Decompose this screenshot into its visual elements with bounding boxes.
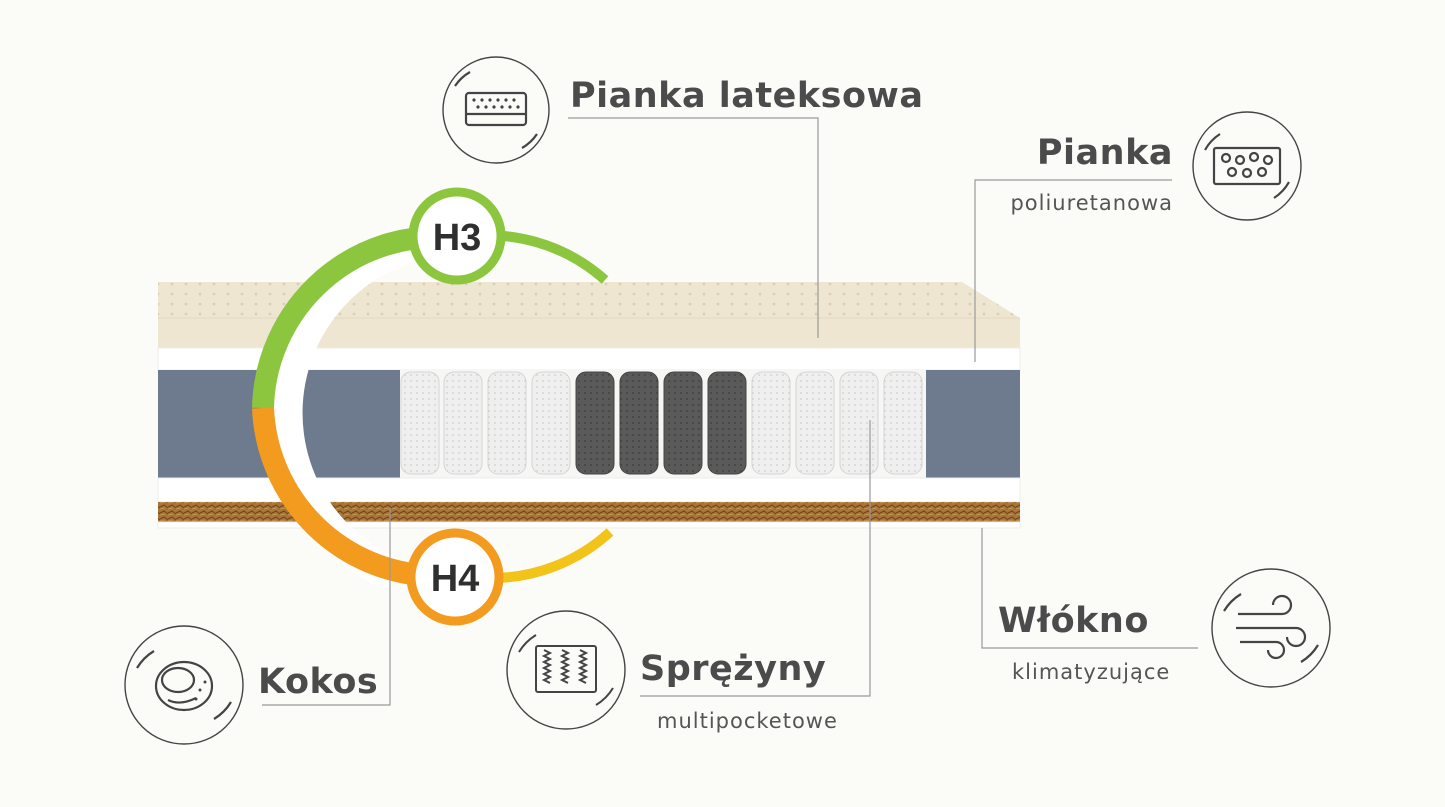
pu-foam-right [926,370,1020,480]
firmness-label-h3: H3 [433,217,482,259]
fiber-subtitle: klimatyzujące [1012,660,1171,684]
pocket-springs-icon [506,610,626,730]
springs-title: Sprężyny [640,649,827,689]
coco-title: Kokos [258,662,379,702]
fiber-title: Włókno [998,601,1149,641]
coconut-layer [158,502,1020,522]
firmness-label-h4: H4 [431,558,480,600]
firmness-badge-h4 [406,528,504,626]
latex-title: Pianka lateksowa [570,76,924,116]
firmness-ring [252,187,614,626]
pu-subtitle: poliuretanowa [1010,191,1173,215]
firmness-badge-h3 [408,187,506,285]
leader-lines [262,117,1198,706]
latex-layer [158,282,1020,348]
foam-bubbles-icon [1192,111,1302,221]
pocket-springs [400,371,923,475]
air-flow-icon [1211,568,1331,688]
pu-title: Pianka [1036,133,1173,173]
latex-mattress-icon [442,56,550,164]
springs-subtitle: multipocketowe [657,709,838,733]
mattress [157,282,1021,529]
coconut-icon [124,625,244,745]
